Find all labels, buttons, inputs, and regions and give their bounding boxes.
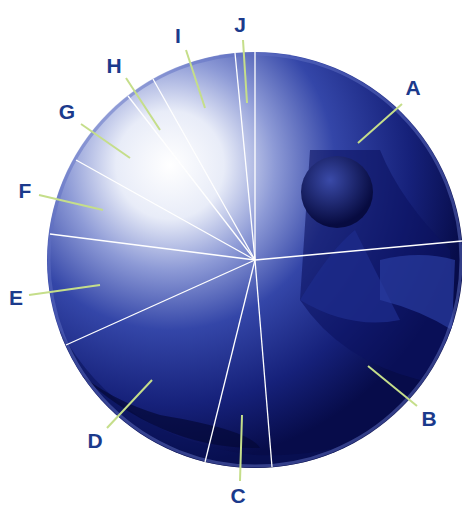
sector-line — [205, 260, 255, 462]
callout-letter: D — [87, 430, 102, 451]
callout-letter: F — [19, 180, 32, 201]
callout-letter: B — [421, 408, 436, 429]
leader-line — [39, 195, 103, 210]
callout-letter: I — [175, 25, 181, 46]
leader-line — [358, 104, 402, 143]
callout-letter: E — [9, 287, 23, 308]
sector-line — [254, 52, 255, 260]
callout-letter: G — [59, 101, 75, 122]
sector-lines — [50, 52, 462, 467]
sector-line — [66, 260, 255, 345]
leader-line — [243, 40, 247, 103]
reflection — [380, 255, 455, 330]
leader-line — [81, 124, 130, 158]
reflection — [300, 150, 455, 380]
sphere — [40, 52, 462, 470]
sector-line — [50, 234, 255, 260]
sector-line — [128, 96, 255, 260]
callout-letter: C — [230, 485, 245, 506]
leader-line — [126, 78, 160, 130]
leader-lines — [29, 40, 417, 481]
sector-line — [255, 260, 272, 467]
leader-line — [107, 380, 152, 428]
reflection-ball — [301, 156, 373, 228]
reflection — [75, 370, 260, 448]
leader-line — [368, 366, 417, 406]
callout-letter: H — [106, 55, 121, 76]
leader-line — [186, 50, 205, 108]
callout-letter: J — [234, 14, 246, 35]
sphere-body — [47, 52, 462, 468]
leader-line — [240, 415, 242, 481]
leader-line — [29, 285, 100, 295]
sector-line — [255, 241, 462, 260]
callout-letter: A — [405, 77, 420, 98]
